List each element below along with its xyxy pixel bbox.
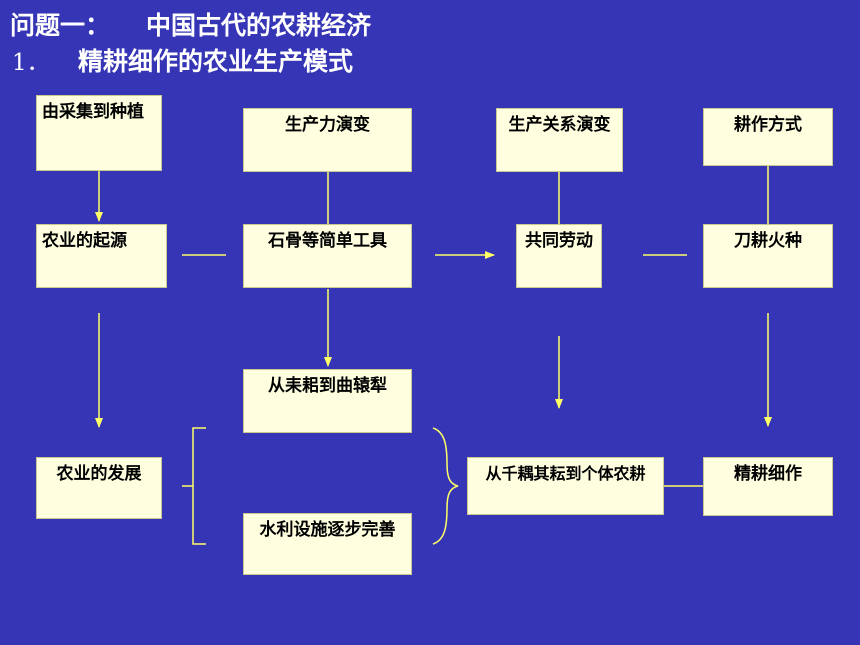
box-caiji: 由采集到种植 — [36, 95, 162, 171]
box-ougeng: 从千耦其耘到个体农耕 — [467, 457, 664, 515]
box-daogeng: 刀耕火种 — [703, 224, 833, 288]
box-leisi: 从耒耜到曲辕犁 — [243, 369, 412, 433]
box-gongju: 石骨等简单工具 — [243, 224, 412, 288]
box-fangshi: 耕作方式 — [703, 108, 833, 166]
slide-title: 问题一：中国古代的农耕经济 — [10, 11, 372, 40]
bracket-right — [432, 427, 459, 545]
box-guanxi: 生产关系演变 — [496, 108, 623, 172]
box-jinggeng: 精耕细作 — [703, 457, 833, 516]
box-gongtong: 共同劳动 — [516, 224, 602, 288]
box-qiyuan: 农业的起源 — [36, 224, 167, 288]
box-fazhan: 农业的发展 — [36, 457, 162, 519]
slide-subtitle: 1．精耕细作的农业生产模式 — [12, 47, 354, 76]
bracket-left — [192, 427, 206, 545]
box-shengchanli: 生产力演变 — [243, 108, 412, 172]
box-shuili: 水利设施逐步完善 — [243, 513, 412, 575]
